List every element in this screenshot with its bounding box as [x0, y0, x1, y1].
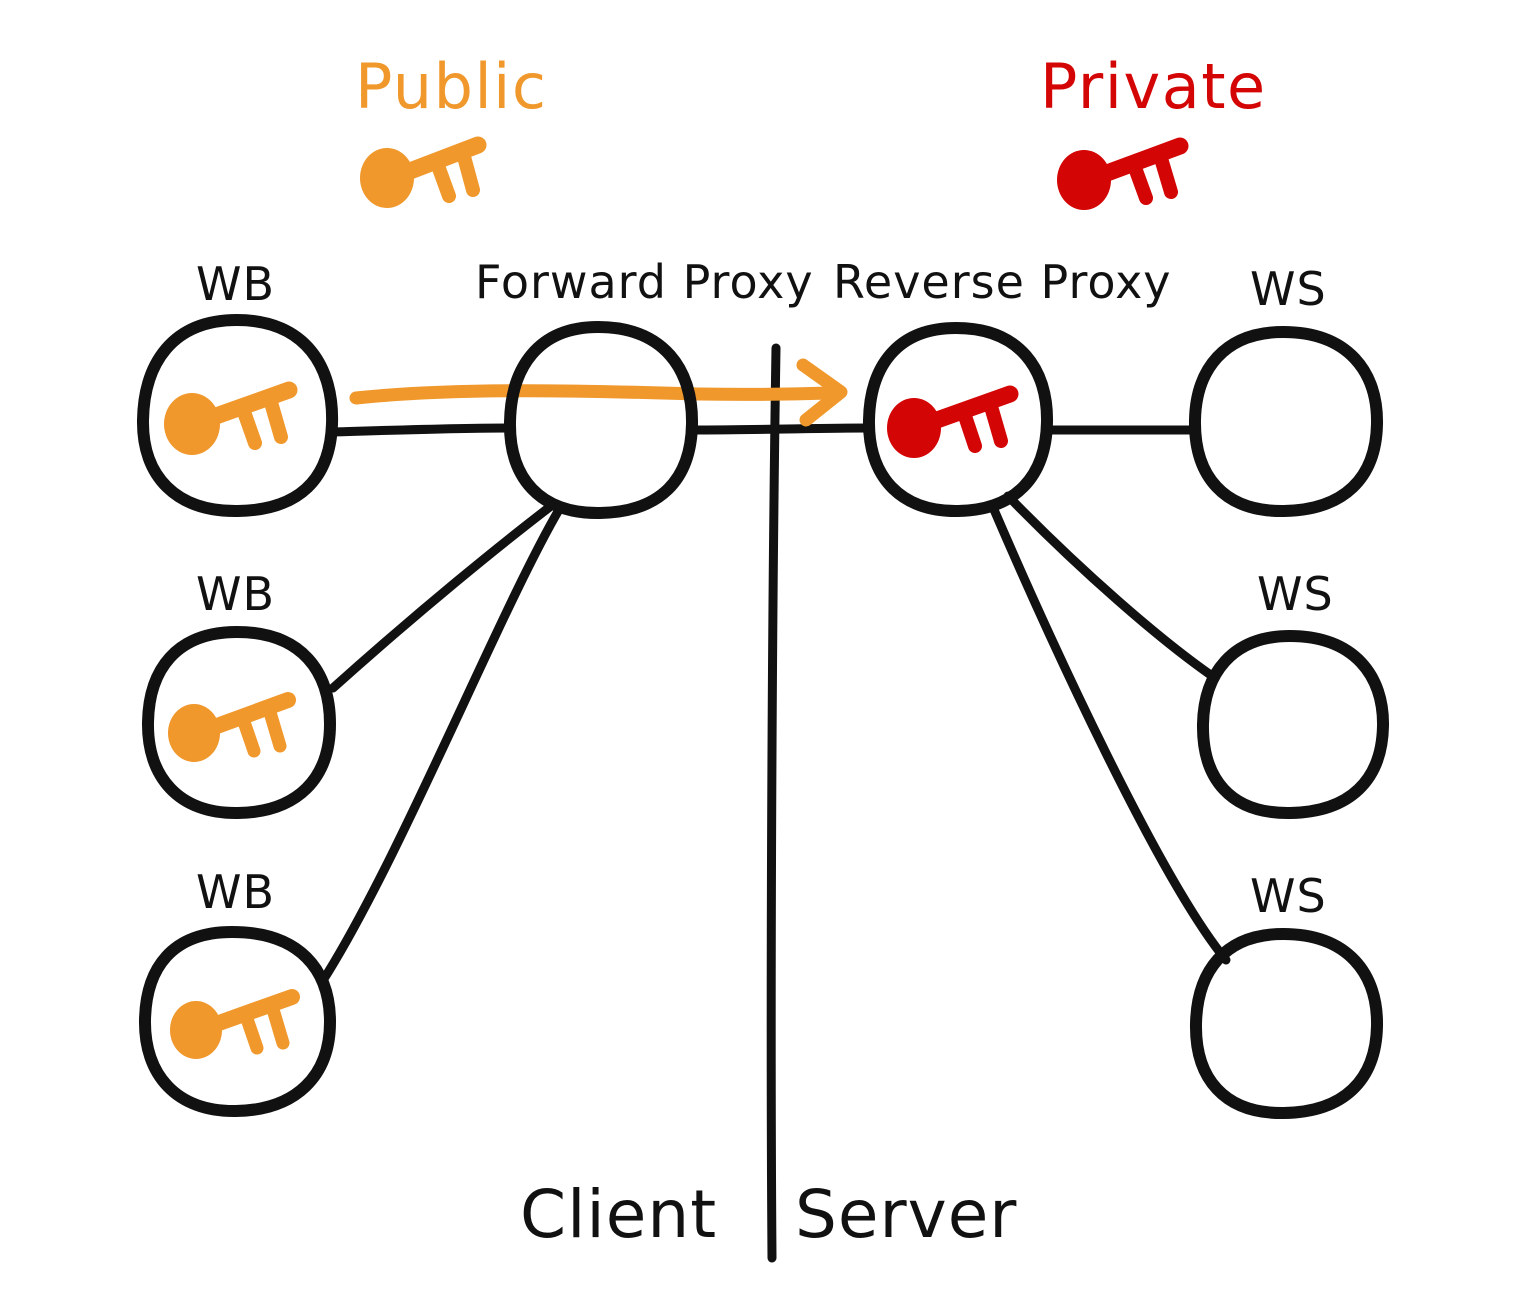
node-wb-3[interactable]: WB — [138, 865, 336, 1118]
edge-wb1-forward-proxy — [327, 423, 513, 437]
node-ws-3-label: WS — [1250, 869, 1327, 923]
node-ws-3-circle — [1189, 928, 1384, 1120]
node-ws-1-circle — [1188, 326, 1384, 518]
key-icon — [168, 692, 296, 762]
node-wb-1[interactable]: WB — [136, 257, 339, 518]
node-wb-3-circle — [138, 926, 336, 1118]
node-ws-2-circle — [1196, 630, 1390, 820]
edge-forward-proxy-reverse-proxy — [687, 423, 873, 435]
node-forward-proxy-label: Forward Proxy — [475, 255, 814, 309]
edge-reverse-proxy-ws3 — [987, 500, 1231, 965]
node-ws-3[interactable]: WS — [1189, 869, 1384, 1120]
node-wb-2-label: WB — [196, 567, 275, 621]
key-icon — [1057, 137, 1189, 210]
node-forward-proxy[interactable]: Forward Proxy — [475, 255, 814, 520]
flow-arrow-head — [796, 358, 848, 427]
legend-private-label: Private — [1040, 50, 1267, 123]
node-ws-1[interactable]: WS — [1188, 262, 1384, 518]
node-reverse-proxy-label: Reverse Proxy — [833, 255, 1172, 309]
public-request-arrow — [349, 358, 848, 427]
key-icon — [164, 381, 298, 455]
node-forward-proxy-circle — [503, 321, 699, 520]
key-icon — [360, 136, 487, 208]
node-wb-3-label: WB — [196, 865, 275, 919]
client-label: Client — [520, 1176, 717, 1253]
edge-reverse-proxy-ws2 — [1003, 491, 1220, 683]
client-server-divider-line — [766, 343, 781, 1263]
node-ws-2[interactable]: WS — [1196, 567, 1390, 820]
edges-group — [317, 423, 1231, 987]
node-reverse-proxy-circle — [862, 322, 1054, 518]
legend-public-label: Public — [355, 50, 548, 123]
node-reverse-proxy[interactable]: Reverse Proxy — [833, 255, 1172, 518]
key-icon — [887, 385, 1019, 458]
edge-wb2-forward-proxy — [328, 501, 556, 693]
server-label: Server — [795, 1176, 1017, 1253]
node-wb-2[interactable]: WB — [141, 567, 336, 820]
flow-arrow-shaft — [349, 384, 837, 405]
key-icon — [170, 989, 300, 1059]
node-wb-1-label: WB — [196, 257, 275, 311]
edge-wb3-forward-proxy — [317, 503, 565, 987]
node-wb-1-circle — [136, 314, 339, 518]
legend-public: Public — [355, 50, 548, 208]
node-ws-1-label: WS — [1250, 262, 1327, 316]
node-ws-2-label: WS — [1257, 567, 1334, 621]
legend-private: Private — [1040, 50, 1267, 210]
node-wb-2-circle — [141, 626, 336, 820]
